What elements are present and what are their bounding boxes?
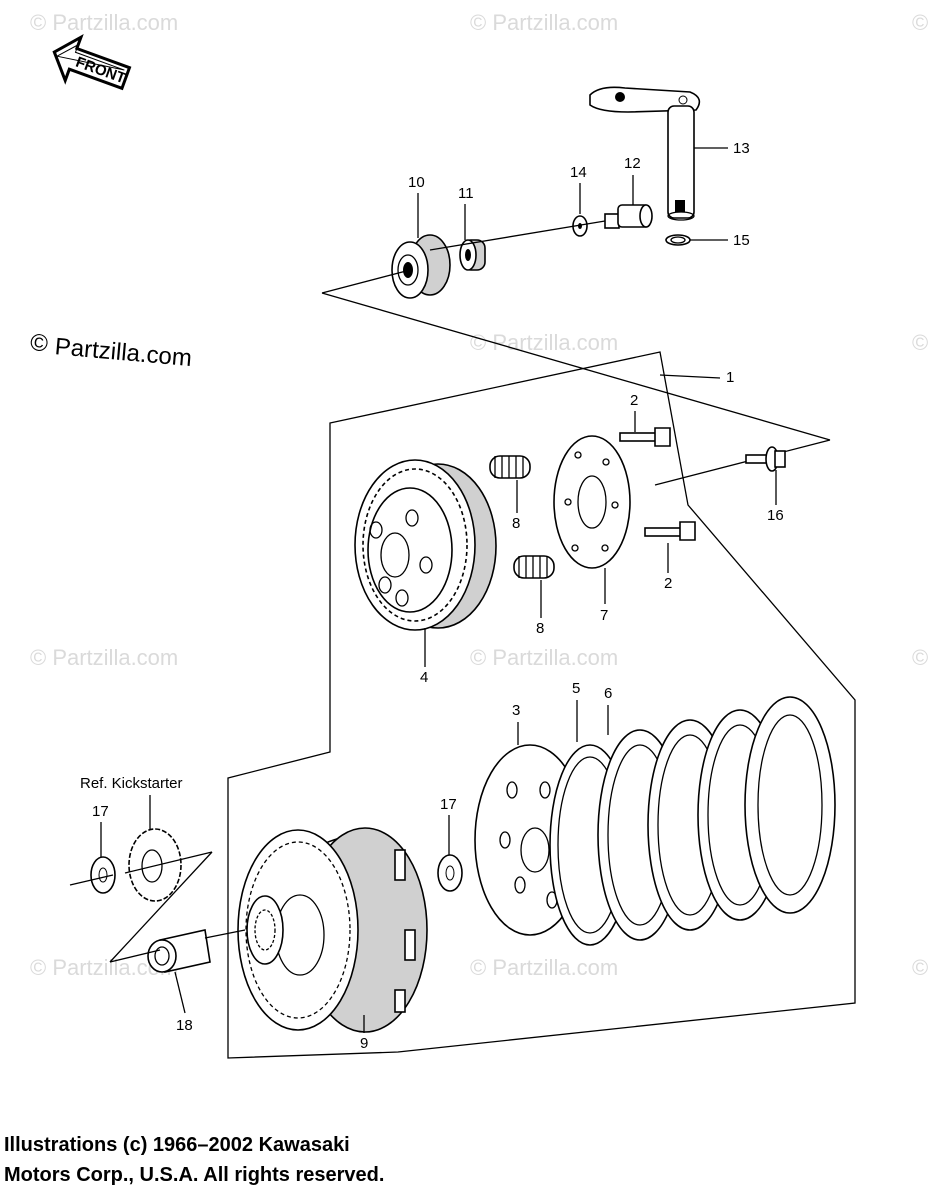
watermark: © <box>912 10 928 35</box>
kickstarter-gear <box>128 828 182 902</box>
watermark: © Partzilla.com <box>30 645 178 670</box>
bolt-washer <box>745 446 786 472</box>
watermark-text: Partzilla.com <box>54 333 193 372</box>
callout: 2 <box>630 392 638 409</box>
callout: 9 <box>360 1035 368 1052</box>
callout: 17 <box>440 796 457 813</box>
callout: 11 <box>458 185 474 202</box>
clutch-spring <box>513 555 555 579</box>
callout: 18 <box>176 1017 193 1034</box>
clutch-spring <box>489 455 531 479</box>
watermark: © <box>912 955 928 980</box>
callout: 8 <box>536 620 544 637</box>
clutch-plates <box>549 696 836 946</box>
callout: 6 <box>604 685 612 702</box>
callout: 14 <box>570 164 587 181</box>
callout: 8 <box>512 515 520 532</box>
partzilla-watermark: © Partzilla.com <box>29 329 193 372</box>
callout: 1 <box>726 369 734 386</box>
spring-plate <box>553 435 631 569</box>
watermark: © Partzilla.com <box>30 10 178 35</box>
copyright-notice: Illustrations (c) 1966–2002 Kawasaki Mot… <box>4 1130 384 1190</box>
callout: 12 <box>624 155 641 172</box>
callout-numbers: 1 2 2 3 4 5 6 7 8 8 9 10 11 12 13 14 15 … <box>80 140 784 1052</box>
callout: 2 <box>664 575 672 592</box>
copyright-line: Illustrations (c) 1966–2002 Kawasaki <box>4 1134 350 1156</box>
oil-seal <box>391 234 451 299</box>
watermark: © <box>912 330 928 355</box>
ref-kickstarter-label: Ref. Kickstarter <box>80 775 183 792</box>
callout: 5 <box>572 680 580 697</box>
callout: 7 <box>600 607 608 624</box>
assembly-outline <box>227 351 856 1059</box>
push-rod-pin <box>604 204 653 229</box>
bolt <box>619 427 671 447</box>
svg-text:©: © <box>29 329 49 357</box>
callout: 13 <box>733 140 750 157</box>
callout: 15 <box>733 232 750 249</box>
callout: 17 <box>92 803 109 820</box>
callout: 3 <box>512 702 520 719</box>
bolt <box>644 521 696 541</box>
clutch-housing <box>237 827 428 1033</box>
front-arrow-icon: FRONT <box>52 33 132 91</box>
watermark: © <box>912 645 928 670</box>
watermark: © Partzilla.com <box>470 10 618 35</box>
sleeve-collar <box>147 929 211 973</box>
needle-bearing <box>459 239 486 271</box>
clutch-hub <box>354 459 497 631</box>
copyright-line: Motors Corp., U.S.A. All rights reserved… <box>4 1164 385 1186</box>
watermark: © Partzilla.com <box>470 645 618 670</box>
callout: 4 <box>420 669 428 686</box>
callout: 10 <box>408 174 425 191</box>
watermark: © Partzilla.com <box>470 955 618 980</box>
release-lever-shaft <box>589 86 701 221</box>
callout: 16 <box>767 507 784 524</box>
